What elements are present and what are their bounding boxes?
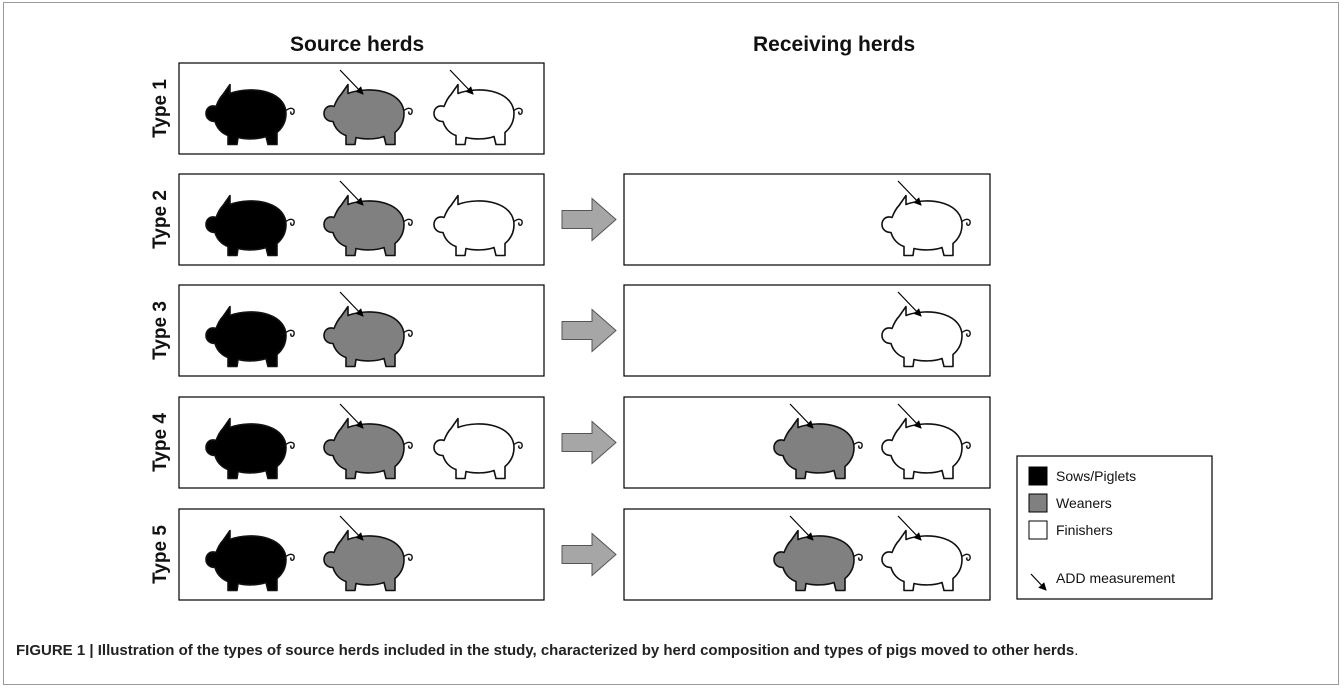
add-measurement-arrow: [339, 291, 364, 317]
type-row: Type 3: [150, 284, 991, 377]
legend-swatch-sows: [1028, 466, 1048, 486]
add-measurement-arrow: [897, 291, 922, 317]
legend-label-finishers: Finishers: [1056, 522, 1113, 538]
caption-end: .: [1074, 642, 1079, 659]
type-label: Type 2: [150, 190, 171, 249]
type-label: Type 5: [150, 525, 171, 584]
legend-swatch-weaners: [1028, 493, 1048, 513]
add-measurement-arrow: [449, 69, 474, 95]
type-row: Type 4: [150, 396, 991, 489]
add-measurement-arrow: [339, 69, 364, 95]
receiving-herds-header: Receiving herds: [753, 33, 915, 56]
caption-label: FIGURE 1: [16, 642, 86, 659]
add-measurement-arrow: [339, 403, 364, 429]
legend-measurement-arrow: [1030, 573, 1047, 591]
add-measurement-arrow: [897, 515, 922, 541]
source-herds-header: Source herds: [290, 33, 424, 56]
legend-swatch-finishers: [1028, 520, 1048, 540]
type-row: Type 2: [150, 173, 991, 266]
add-measurement-arrow: [789, 515, 814, 541]
legend-box: [1016, 455, 1213, 600]
movement-arrow: [561, 308, 617, 353]
type-label: Type 1: [150, 79, 171, 138]
type-label: Type 3: [150, 301, 171, 360]
movement-arrow: [561, 197, 617, 242]
caption-separator: |: [85, 642, 98, 659]
herd-diagram: Source herds Receiving herds Type 1Type …: [150, 33, 1213, 601]
type-row: Type 1: [150, 62, 545, 155]
add-measurement-arrow: [789, 403, 814, 429]
movement-arrow: [561, 532, 617, 577]
add-measurement-arrow: [897, 403, 922, 429]
legend-measurement-label: ADD measurement: [1056, 570, 1175, 586]
legend-label-weaners: Weaners: [1056, 495, 1112, 511]
legend-label-sows: Sows/Piglets: [1056, 468, 1136, 484]
add-measurement-arrow: [897, 180, 922, 206]
type-rows: Type 1 Type 2 Type 3 Type 4 Type 5: [150, 62, 991, 601]
type-label: Type 4: [150, 413, 171, 472]
movement-arrow: [561, 420, 617, 465]
figure-caption: FIGURE 1 | Illustration of the types of …: [16, 641, 1326, 661]
add-measurement-arrow: [339, 515, 364, 541]
type-row: Type 5: [150, 508, 991, 601]
caption-text: Illustration of the types of source herd…: [97, 642, 1075, 659]
add-measurement-arrow: [339, 180, 364, 206]
